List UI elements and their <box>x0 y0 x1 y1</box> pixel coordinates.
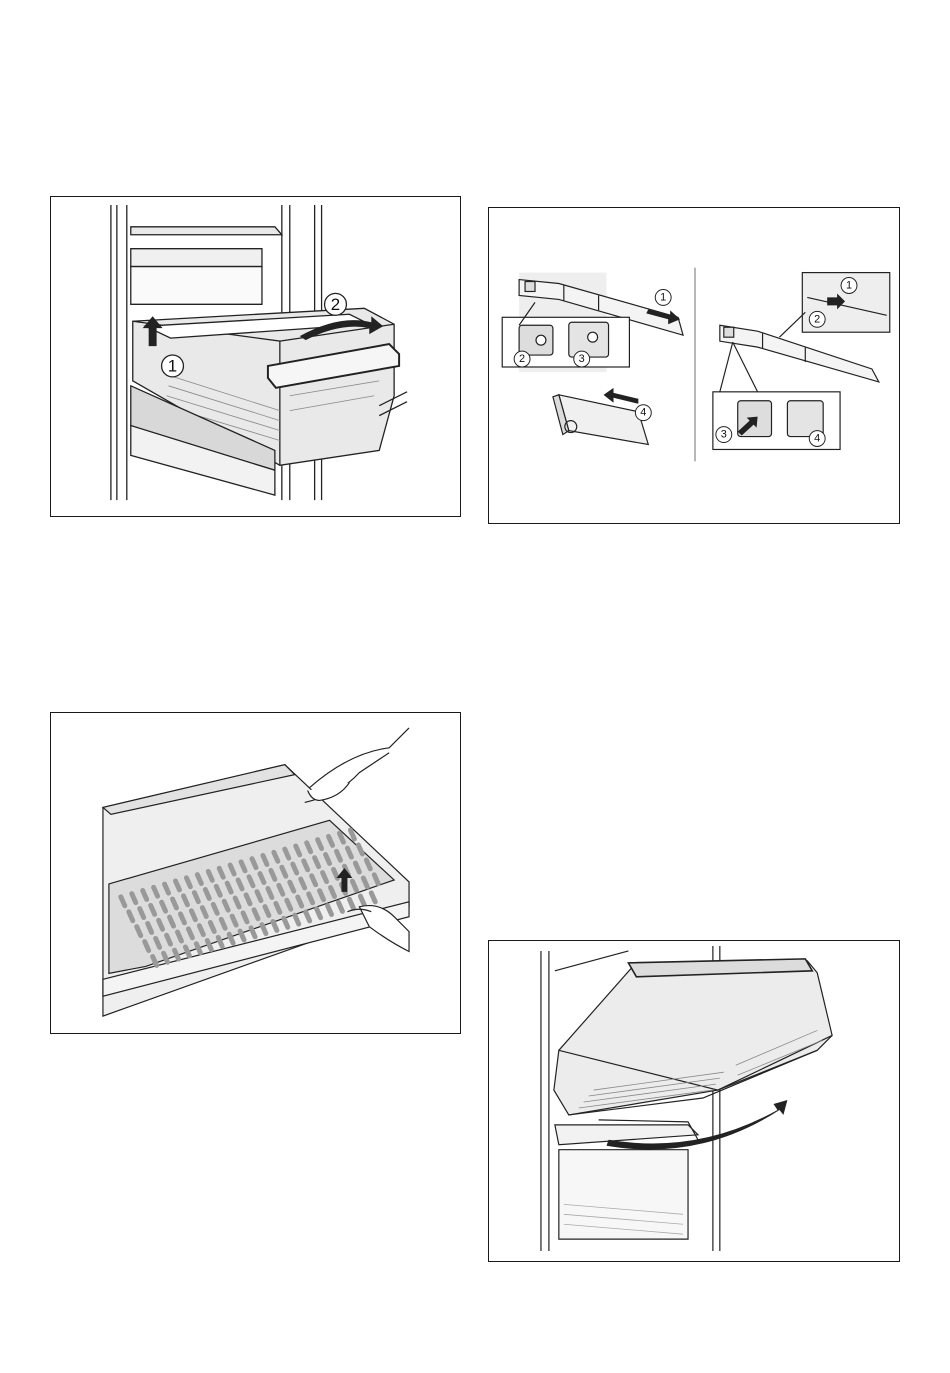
left-callout-2: 2 <box>514 351 530 367</box>
callout-2: 2 <box>325 293 347 315</box>
left-callout-3: 3 <box>574 351 590 367</box>
left-callout-4: 4 <box>635 405 651 421</box>
svg-text:3: 3 <box>721 429 727 441</box>
svg-text:2: 2 <box>331 295 340 314</box>
drawer-removal-illustration: 1 2 <box>51 197 460 516</box>
svg-text:4: 4 <box>814 433 820 445</box>
svg-text:2: 2 <box>814 313 820 325</box>
right-callout-2: 2 <box>809 311 825 327</box>
figure-grille-removal <box>50 712 461 1034</box>
svg-text:4: 4 <box>640 407 646 419</box>
svg-text:1: 1 <box>846 280 852 292</box>
tilted-drawer-illustration <box>489 941 899 1261</box>
left-callout-1: 1 <box>655 289 671 305</box>
svg-text:2: 2 <box>519 353 525 365</box>
right-callout-3: 3 <box>716 427 732 443</box>
right-callout-4: 4 <box>809 431 825 447</box>
figure-rail-removal: 1 2 3 4 1 2 3 4 <box>488 207 900 524</box>
figure-tilted-drawer <box>488 940 900 1262</box>
grille-removal-illustration <box>51 713 460 1033</box>
push-arrow-icon <box>604 388 639 404</box>
svg-text:3: 3 <box>579 353 585 365</box>
svg-text:1: 1 <box>168 356 177 375</box>
svg-text:1: 1 <box>660 291 666 303</box>
callout-1: 1 <box>162 355 184 377</box>
rail-removal-illustration: 1 2 3 4 1 2 3 4 <box>489 208 899 523</box>
figure-drawer-removal: 1 2 <box>50 196 461 517</box>
right-callout-1: 1 <box>841 278 857 294</box>
